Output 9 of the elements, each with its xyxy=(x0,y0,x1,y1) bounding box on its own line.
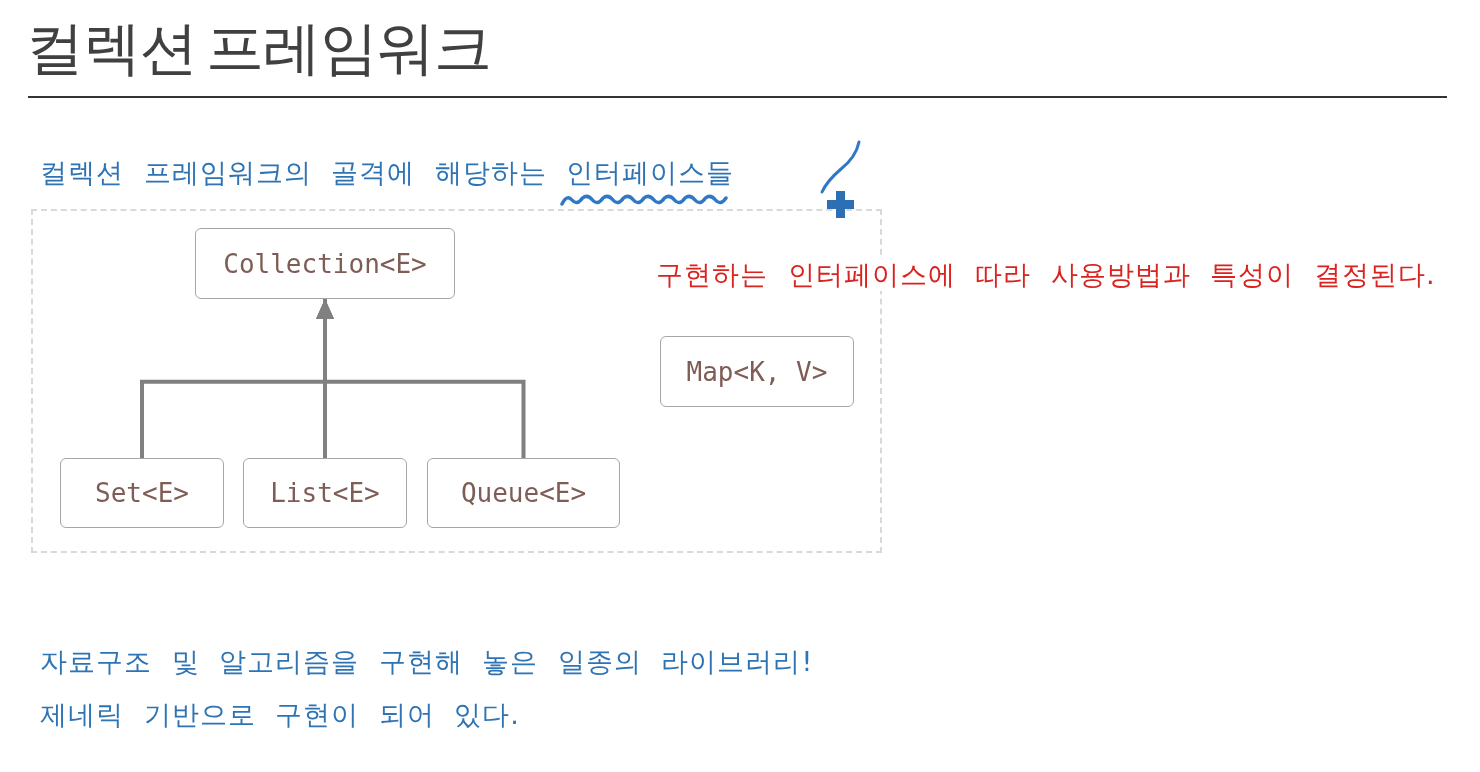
page-title: 컬렉션 프레임워크 xyxy=(26,13,492,83)
interface-box: Collection<E> xyxy=(195,228,455,299)
interface-box: Queue<E> xyxy=(427,458,620,528)
interface-box: Set<E> xyxy=(60,458,224,528)
group-heading: 컬렉션 프레임워크의 골격에 해당하는 인터페이스들 xyxy=(40,157,735,189)
note-text: 제네릭 기반으로 구현이 되어 있다. xyxy=(40,699,520,731)
interface-box: List<E> xyxy=(243,458,407,528)
interface-box: Map<K, V> xyxy=(660,336,854,407)
note-text: 자료구조 및 알고리즘을 구현해 놓은 일종의 라이브러리! xyxy=(40,646,814,678)
